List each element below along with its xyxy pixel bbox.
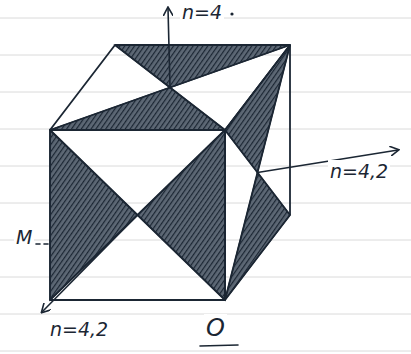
axis-label: n=4,2 bbox=[328, 160, 390, 182]
axis-label: n=4 bbox=[180, 1, 224, 23]
axis-label: n=4,2 bbox=[48, 318, 110, 340]
group-name: O bbox=[204, 314, 227, 342]
mirror-label: M bbox=[14, 226, 34, 248]
